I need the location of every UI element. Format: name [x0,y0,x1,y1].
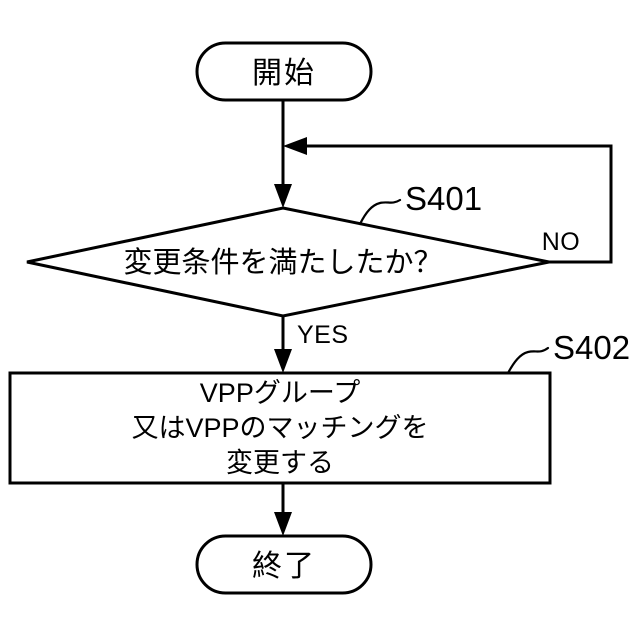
end-terminal-shape [195,534,373,595]
leader-line-s402 [506,346,550,375]
arrowhead-into-process [274,349,292,373]
process-label-line-2: 又はVPPのマッチングを [131,413,429,443]
start-terminal-label: 開始 [252,57,316,90]
decision-label: 変更条件を満たしたか？ [123,247,443,279]
process-box-shape [8,371,552,485]
arrowhead-into-end [274,512,292,536]
arrowhead-loop-merge [283,137,307,155]
step-label-s401: S401 [405,180,483,217]
leader-line-s401 [358,198,402,226]
process-label-line-3: 変更する [226,448,334,478]
arrowhead-into-decision [274,184,292,208]
branch-label-yes: YES [297,321,349,349]
process-label-line-1: VPPグループ [199,378,361,408]
branch-label-no: NO [541,228,581,256]
connector-no-loop [297,144,613,264]
step-label-s402: S402 [553,329,631,366]
end-terminal-label: 終了 [252,550,316,583]
